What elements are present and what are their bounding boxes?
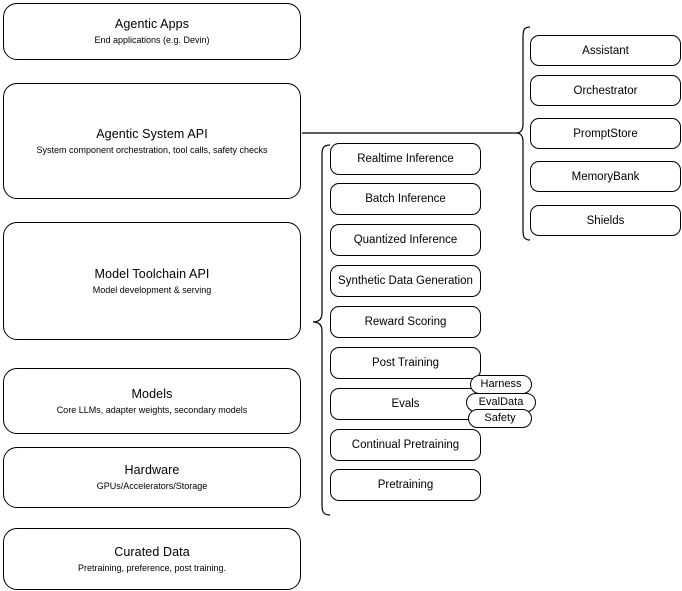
evals-badge-safety[interactable]: Safety: [468, 409, 532, 428]
evals-badge-harness[interactable]: Harness: [470, 375, 532, 394]
right-item-assistant[interactable]: Assistant: [530, 35, 681, 66]
brace-middle-column: [312, 144, 331, 516]
layer-curated-data[interactable]: Curated Data Pretraining, preference, po…: [3, 528, 301, 590]
layer-subtitle: End applications (e.g. Devin): [94, 35, 210, 45]
item-label: Evals: [391, 398, 420, 410]
layer-hardware[interactable]: Hardware GPUs/Accelerators/Storage: [3, 447, 301, 508]
middle-item-reward-scoring[interactable]: Reward Scoring: [330, 306, 481, 338]
middle-item-pretraining[interactable]: Pretraining: [330, 469, 481, 501]
layer-title: Models: [131, 386, 173, 401]
item-label: Batch Inference: [365, 193, 446, 205]
layer-agentic-system-api[interactable]: Agentic System API System component orch…: [3, 83, 301, 199]
item-label: MemoryBank: [571, 170, 640, 183]
item-label: Post Training: [371, 357, 440, 369]
right-item-memorybank[interactable]: MemoryBank: [530, 161, 681, 192]
badge-label: EvalData: [478, 396, 524, 408]
layer-model-toolchain-api[interactable]: Model Toolchain API Model development & …: [3, 222, 301, 340]
item-label: Continual Pretraining: [351, 439, 460, 451]
item-label: Quantized Inference: [353, 234, 458, 246]
badge-label: Harness: [480, 378, 522, 390]
layer-subtitle: GPUs/Accelerators/Storage: [96, 481, 208, 491]
item-label: Pretraining: [377, 479, 434, 491]
brace-right-column: [515, 26, 531, 241]
badge-label: Safety: [484, 412, 516, 424]
middle-item-continual-pretraining[interactable]: Continual Pretraining: [330, 429, 481, 461]
middle-item-quantized-inference[interactable]: Quantized Inference: [330, 224, 481, 256]
right-item-shields[interactable]: Shields: [530, 205, 681, 236]
item-label: Shields: [586, 214, 625, 227]
layer-subtitle: Model development & serving: [92, 284, 212, 295]
item-label: Realtime Inference: [357, 153, 454, 165]
middle-item-synthetic-data-generation[interactable]: Synthetic Data Generation: [330, 265, 481, 297]
right-item-orchestrator[interactable]: Orchestrator: [530, 75, 681, 106]
layer-title: Agentic Apps: [114, 17, 190, 31]
layer-subtitle: System component orchestration, tool cal…: [36, 144, 268, 155]
layer-agentic-apps[interactable]: Agentic Apps End applications (e.g. Devi…: [3, 3, 301, 60]
middle-item-realtime-inference[interactable]: Realtime Inference: [330, 143, 481, 175]
item-label: Reward Scoring: [364, 316, 447, 328]
layer-title: Model Toolchain API: [94, 266, 210, 281]
layer-title: Hardware: [124, 463, 180, 477]
middle-item-batch-inference[interactable]: Batch Inference: [330, 183, 481, 215]
layer-title: Curated Data: [114, 544, 190, 559]
layer-subtitle: Pretraining, preference, post training.: [77, 562, 227, 573]
layer-title: Agentic System API: [96, 126, 208, 141]
layer-models[interactable]: Models Core LLMs, adapter weights, secon…: [3, 368, 301, 434]
middle-item-post-training[interactable]: Post Training: [330, 347, 481, 379]
item-label: PromptStore: [573, 127, 638, 140]
item-label: Synthetic Data Generation: [338, 275, 473, 287]
item-label: Assistant: [582, 44, 629, 57]
item-label: Orchestrator: [573, 84, 638, 97]
right-item-promptstore[interactable]: PromptStore: [530, 118, 681, 149]
layer-subtitle: Core LLMs, adapter weights, secondary mo…: [56, 404, 248, 415]
middle-item-evals[interactable]: Evals: [330, 388, 481, 420]
